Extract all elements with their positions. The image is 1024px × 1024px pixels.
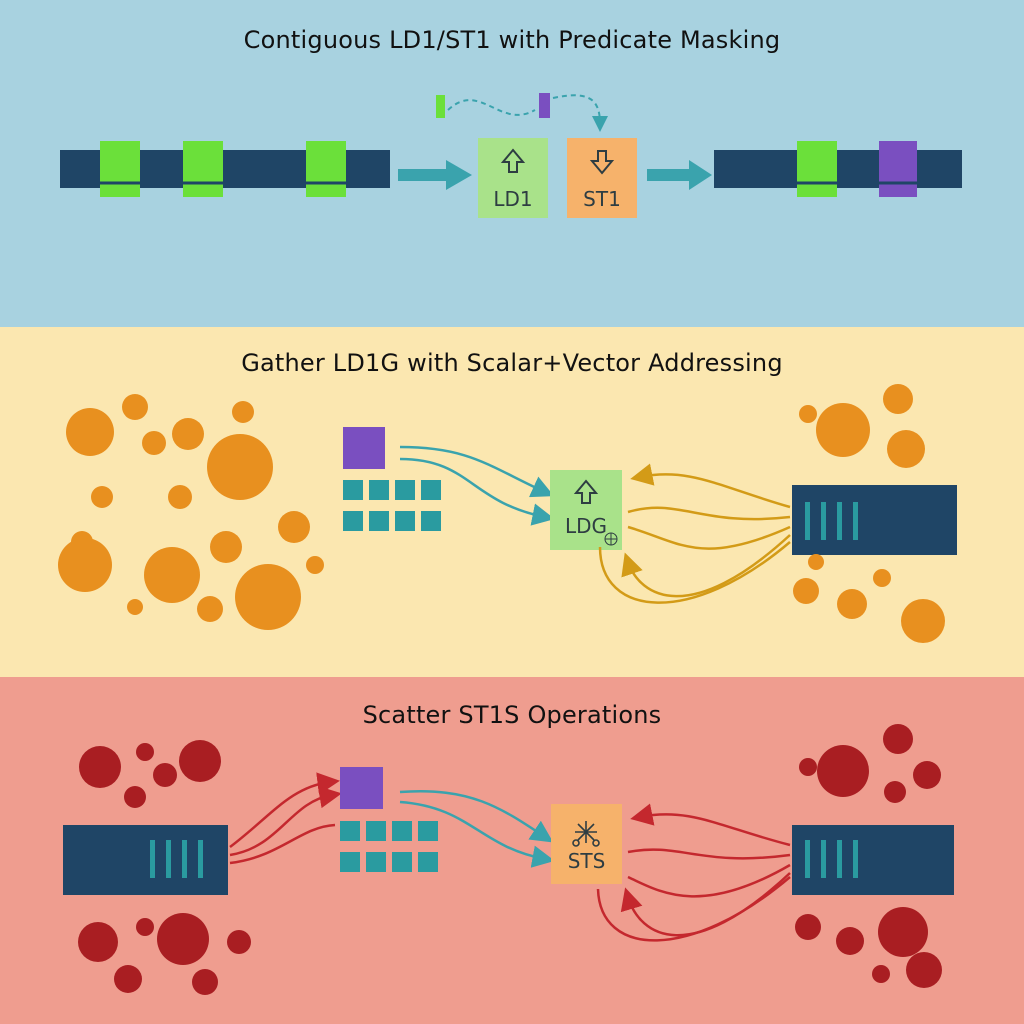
data-arrow xyxy=(229,785,342,857)
ldg-box xyxy=(550,470,622,550)
vector-register xyxy=(343,480,441,531)
memory-dots-right xyxy=(795,724,942,988)
address-arrow xyxy=(399,800,555,868)
ldg-label: LDG xyxy=(564,514,608,538)
data-arrow xyxy=(596,876,791,942)
ld1-label: LD1 xyxy=(493,187,533,211)
st1-label: ST1 xyxy=(583,187,621,211)
flow-arrow xyxy=(398,160,472,190)
data-arrow xyxy=(630,803,791,847)
scalar-register xyxy=(343,427,385,469)
panel-title: Contiguous LD1/ST1 with Predicate Maskin… xyxy=(243,26,781,54)
active-lane xyxy=(306,141,346,197)
data-arrow xyxy=(627,863,791,898)
memory-dots-left xyxy=(78,740,251,995)
contiguous-panel: Contiguous LD1/ST1 with Predicate Maskin… xyxy=(0,0,1024,327)
memory-block xyxy=(792,825,954,895)
up-arrow-icon xyxy=(500,148,526,173)
memory-dots-right xyxy=(793,384,945,643)
destination-vector xyxy=(714,150,962,188)
stored-lane xyxy=(879,141,917,197)
down-arrow-icon xyxy=(589,150,615,175)
flow-arrow xyxy=(647,160,712,190)
data-arrow xyxy=(229,772,340,848)
up-arrow-icon xyxy=(573,479,599,504)
data-arrow xyxy=(620,872,791,937)
gather-diagram xyxy=(58,384,957,643)
active-lane xyxy=(183,141,223,197)
address-arrow xyxy=(399,445,555,498)
predicate-element xyxy=(436,95,445,118)
scalar-register xyxy=(340,767,383,809)
memory-block xyxy=(63,825,228,895)
sts-label: STS xyxy=(567,849,606,873)
panel-title: Gather LD1G with Scalar+Vector Addressin… xyxy=(241,349,783,377)
scatter-diagram xyxy=(63,724,954,995)
sts-box xyxy=(551,804,622,884)
data-arrow xyxy=(598,541,791,604)
data-arrow xyxy=(630,463,791,509)
contiguous-diagram xyxy=(60,93,962,218)
active-lane xyxy=(100,141,140,197)
predicate-path xyxy=(447,99,536,116)
data-arrow xyxy=(627,525,791,550)
address-arrow xyxy=(399,457,555,526)
memory-dots-left xyxy=(58,394,324,630)
predicate-path xyxy=(552,94,608,132)
panel-title: Scatter ST1S Operations xyxy=(362,701,662,729)
vector-register xyxy=(340,821,438,872)
data-arrow xyxy=(627,848,791,860)
store-element xyxy=(539,93,550,118)
network-icon xyxy=(572,821,600,847)
globe-icon xyxy=(604,532,618,546)
active-lane xyxy=(797,141,837,197)
data-arrow xyxy=(627,506,791,521)
memory-block xyxy=(792,485,957,555)
scatter-panel: Scatter ST1S Operations STS xyxy=(0,677,1024,1024)
data-arrow xyxy=(621,534,791,598)
gather-panel: Gather LD1G with Scalar+Vector Addressin… xyxy=(0,327,1024,677)
address-arrow xyxy=(399,790,554,843)
data-arrow xyxy=(229,823,336,865)
